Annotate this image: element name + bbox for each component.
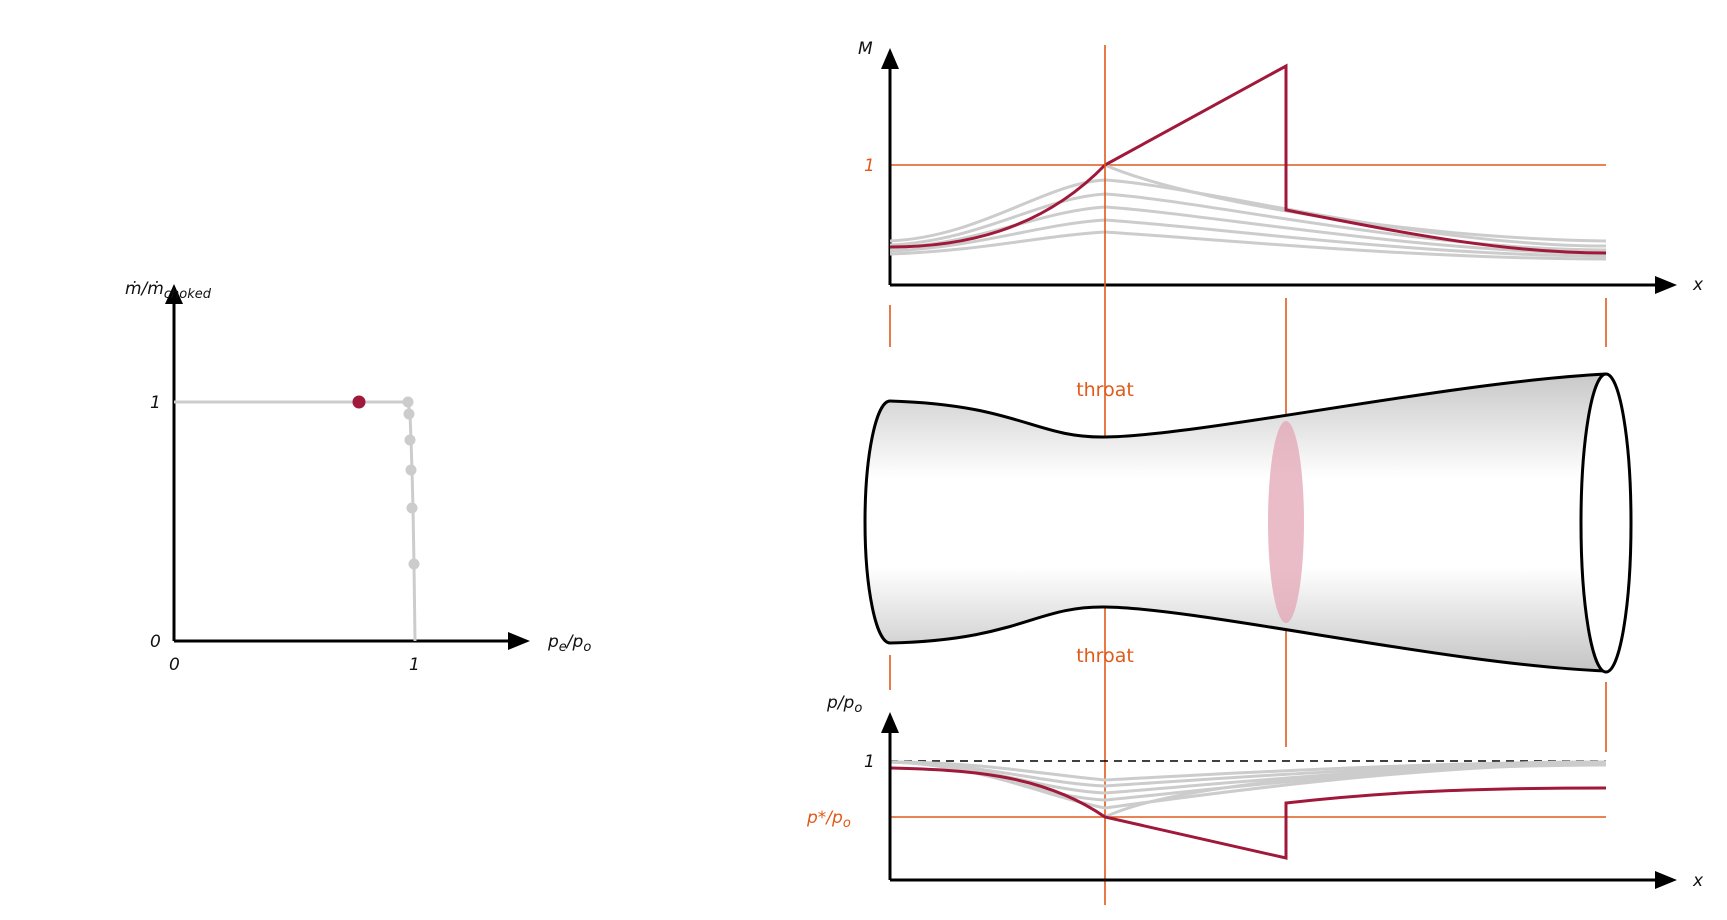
flow-x-arrowhead	[508, 632, 530, 650]
pressure-curve	[1104, 763, 1607, 819]
flow-y-arrowhead	[165, 284, 183, 304]
throat-label-bottom: throat	[1076, 645, 1134, 667]
flow-curve-points	[402, 396, 420, 570]
mach-x-arrowhead	[1655, 276, 1677, 294]
mach-y-arrowhead	[881, 48, 899, 69]
nozzle-inlet-edge	[863, 399, 891, 645]
operating-point-marker	[352, 395, 366, 409]
pressure-tick-pstar: p*/po	[806, 808, 851, 831]
nozzle-lower-wall	[889, 605, 1607, 673]
pressure-x-label: x	[1692, 871, 1704, 891]
mach-solution-curve	[889, 63, 1607, 255]
flow-point	[406, 502, 418, 514]
flow-point	[405, 464, 417, 476]
pressure-curve	[889, 760, 1607, 782]
flow-y-label: ṁ/ṁchoked	[125, 279, 212, 302]
mach-x-label: x	[1692, 275, 1704, 295]
mach-curve	[889, 205, 1607, 255]
flow-tick-x-0: 0	[169, 655, 180, 675]
mass-flow-plot: ṁ/ṁchoked pe/po 1 0 0 1	[125, 279, 591, 675]
flow-tick-y-0: 0	[150, 632, 161, 652]
nozzle-body	[865, 374, 1629, 671]
mach-plot: M x 1	[858, 39, 1704, 295]
pressure-plot: p/po x 1 p*/po	[806, 693, 1704, 891]
flow-point	[404, 434, 416, 446]
flow-tick-y-1: 1	[150, 393, 161, 413]
mach-y-label: M	[858, 39, 873, 59]
pressure-x-arrowhead	[1655, 871, 1677, 889]
flow-point	[408, 558, 420, 570]
pressure-solution-curve	[889, 766, 1607, 860]
flow-curve	[174, 400, 417, 642]
flow-point	[403, 408, 415, 420]
flow-tick-x-1: 1	[409, 655, 420, 675]
throat-label-top: throat	[1076, 379, 1134, 401]
mach-curve	[889, 230, 1607, 261]
mach-curve	[889, 178, 1607, 248]
pressure-y-arrowhead	[881, 712, 899, 733]
pressure-tick-1: 1	[864, 752, 875, 772]
nozzle-upper-wall	[889, 372, 1607, 439]
flow-point	[402, 396, 414, 408]
pressure-y-label: p/po	[826, 693, 862, 716]
flow-x-label: pe/po	[547, 632, 591, 655]
mach-curve	[889, 218, 1607, 258]
nozzle-exit-opening	[1579, 372, 1633, 674]
nozzle: throat throat	[863, 372, 1633, 674]
shock-disk	[1268, 421, 1304, 623]
mach-tick-1: 1	[864, 156, 875, 176]
